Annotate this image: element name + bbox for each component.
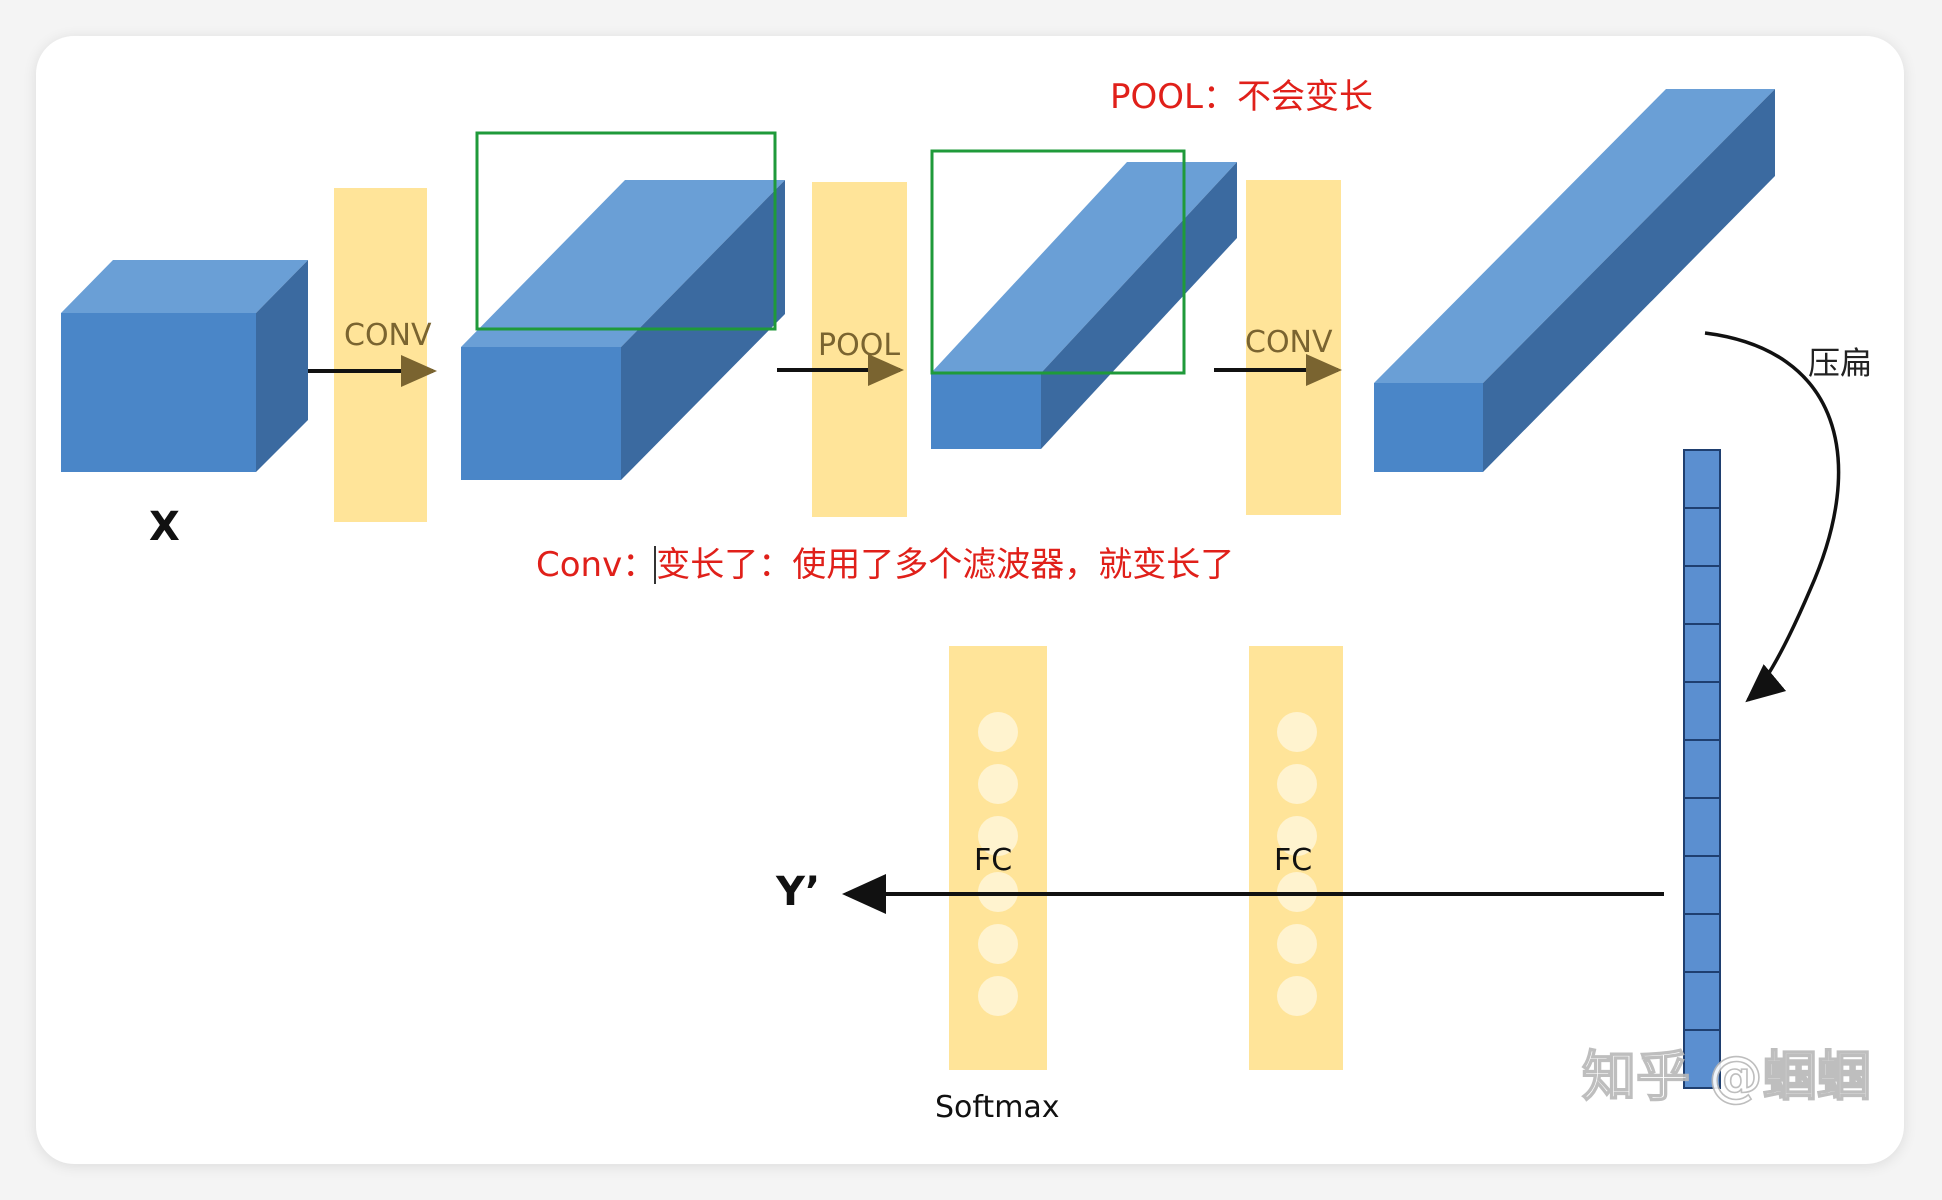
neuron [978,976,1018,1016]
vector-cell [1683,681,1721,741]
pool-highlight-box [930,149,1186,375]
neuron [978,764,1018,804]
neuron [1277,976,1317,1016]
pool-annotation: POOL：不会变长 [1110,77,1373,117]
conv1-highlight-box [475,131,777,331]
flatten-label: 压扁 [1808,344,1872,382]
conv2-label: CONV [1245,325,1333,360]
vector-cell [1683,507,1721,567]
input-volume [61,260,308,472]
conv2-output-volume [1374,89,1775,472]
softmax-label: Softmax [935,1090,1060,1125]
watermark: 知乎 @蝈蝈 [1582,1045,1871,1108]
neuron [1277,764,1317,804]
vector-cell [1683,449,1721,509]
conv1-band [334,188,427,522]
input-label: X [149,504,180,550]
fc-neurons [978,712,1317,1016]
conv-annotation: Conv：变长了：使用了多个滤波器，就变长了 [536,545,1234,585]
fc2-label: FC [1274,843,1312,878]
vector-cell [1683,913,1721,973]
fc1-label: FC [974,843,1012,878]
neuron [978,816,1018,856]
neuron [1277,924,1317,964]
vector-cell [1683,565,1721,625]
flattened-vector [1683,449,1721,1089]
vector-cell [1683,855,1721,915]
pool-label: POOL [818,328,900,363]
flatten-arrow [1704,331,1841,703]
conv1-label: CONV [344,318,432,353]
pool-output-volume [931,162,1237,449]
neuron [978,924,1018,964]
vector-cell [1683,623,1721,683]
output-label: Y’ [775,869,820,915]
vector-cell [1683,971,1721,1031]
vector-cell [1683,797,1721,857]
conv2-band [1246,180,1341,515]
neuron [1277,816,1317,856]
neuron [978,712,1018,752]
pool-band [812,182,907,517]
vector-cell [1683,739,1721,799]
neuron [1277,712,1317,752]
vector-cell [1683,1029,1721,1089]
